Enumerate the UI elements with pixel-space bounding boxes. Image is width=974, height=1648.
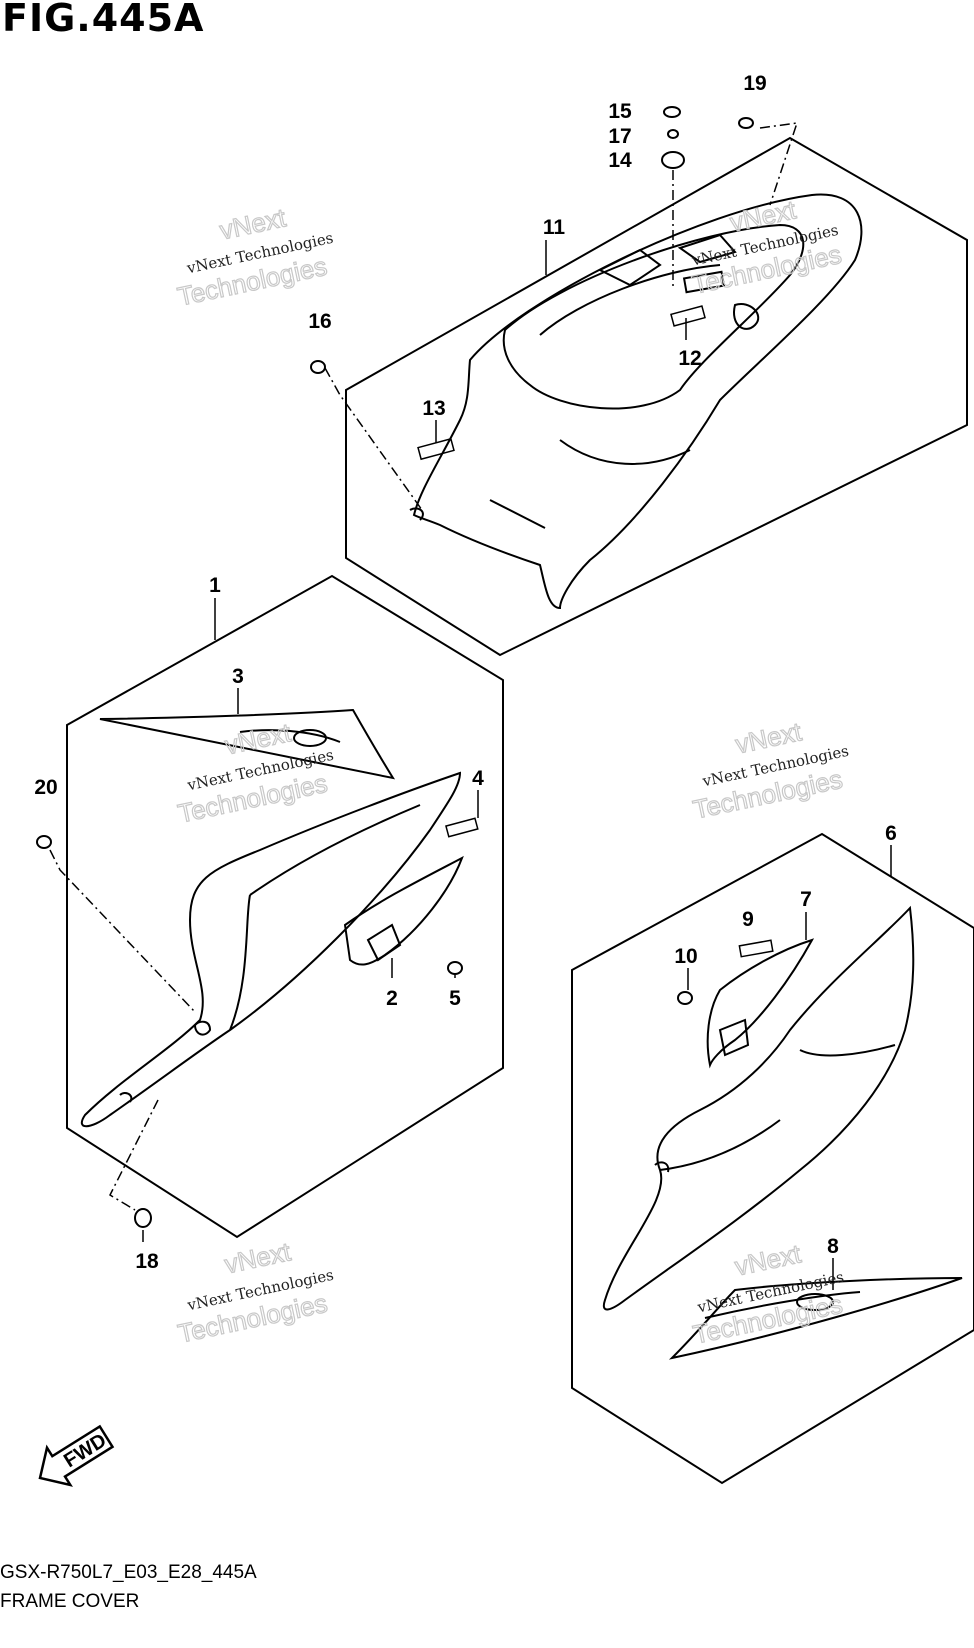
seat-hardware (36, 106, 754, 1228)
callout-16: 16 (308, 310, 331, 333)
callout-3: 3 (232, 665, 244, 688)
screw-19-icon (738, 117, 754, 129)
watermark-1: Technologies vNext vNext Technologies (174, 202, 335, 313)
clip-16-icon (310, 360, 326, 374)
svg-text:vNext: vNext (732, 1238, 804, 1281)
callout-8: 8 (827, 1235, 839, 1258)
callout-6: 6 (885, 822, 897, 845)
label-13-sticker (417, 437, 455, 461)
callout-11: 11 (543, 216, 566, 239)
grommet-18-icon (134, 1208, 152, 1228)
figure-title: FIG.445A (2, 0, 205, 40)
inner-cover-2-part (343, 855, 464, 966)
bolt-20-icon (36, 835, 52, 849)
grommet-14-icon (661, 151, 685, 169)
watermark-3: Technologies vNext vNext Technologies (175, 717, 336, 830)
seat-tail-cover-part (409, 193, 863, 610)
callout-14: 14 (608, 149, 632, 172)
callout-7: 7 (800, 888, 812, 911)
watermark-2: Technologies vNext vNext Technologies (689, 194, 845, 301)
callouts: 1 2 3 4 5 6 7 8 9 10 11 12 13 14 15 16 1… (34, 72, 897, 1273)
screw-5-icon (447, 961, 463, 975)
right-frame-cover-part (602, 905, 915, 1311)
leader-lines (49, 122, 892, 1290)
figure-caption: FRAME COVER (0, 1591, 140, 1612)
label-9-sticker (738, 939, 774, 958)
bolt-15-icon (663, 106, 681, 118)
callout-19: 19 (743, 72, 766, 95)
callout-5: 5 (449, 987, 461, 1010)
label-4-sticker (445, 817, 479, 838)
callout-2: 2 (386, 987, 398, 1010)
washer-17-icon (667, 129, 679, 139)
decal-8-part (668, 1277, 963, 1360)
watermark-5: Technologies vNext vNext Technologies (175, 1236, 336, 1350)
group-box-seat-tail (345, 136, 968, 657)
callout-13: 13 (422, 397, 445, 420)
callout-20: 20 (34, 776, 57, 799)
watermark-4: Technologies vNext vNext Technologies (690, 716, 851, 826)
decal-3-part (99, 708, 396, 780)
svg-text:vNext: vNext (222, 717, 294, 760)
screw-10-icon (677, 991, 693, 1005)
svg-text:vNext: vNext (222, 1236, 294, 1279)
callout-1: 1 (209, 574, 221, 597)
fwd-arrow-icon: FWD (38, 1424, 115, 1487)
callout-4: 4 (472, 767, 484, 790)
group-box-right-cover (571, 832, 974, 1485)
left-frame-cover-part (80, 771, 462, 1128)
callout-17: 17 (608, 125, 631, 148)
callout-15: 15 (608, 100, 632, 123)
watermark-6: Technologies vNext vNext Technologies (690, 1238, 846, 1351)
callout-18: 18 (135, 1250, 159, 1273)
label-12-sticker (670, 305, 706, 327)
inner-cover-7-part (706, 938, 815, 1069)
callout-10: 10 (674, 945, 697, 968)
model-code: GSX-R750L7_E03_E28_445A (0, 1562, 257, 1583)
group-box-left-cover (66, 574, 504, 1239)
callout-12: 12 (678, 347, 701, 370)
callout-9: 9 (742, 908, 754, 931)
